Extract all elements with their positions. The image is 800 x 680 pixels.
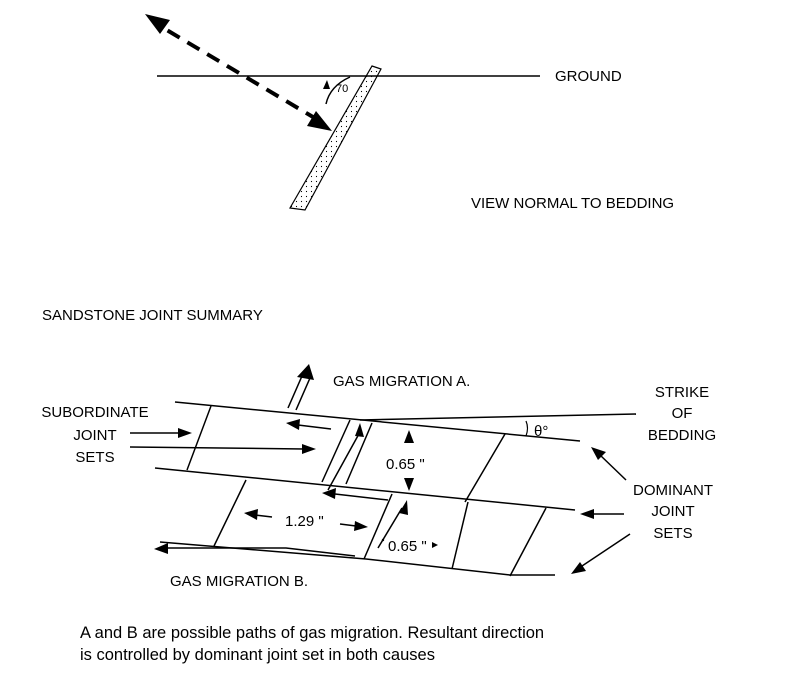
gas-b-arrowhead <box>154 543 168 554</box>
cross-joint <box>186 405 212 471</box>
bedding-line-bottom-left <box>159 541 367 560</box>
subordinate-label-line3: SETS <box>75 449 114 466</box>
dominant-joint-sets: DOMINANT JOINT SETS <box>571 447 713 574</box>
caption: A and B are possible paths of gas migrat… <box>80 622 760 666</box>
cross-joint <box>509 507 547 577</box>
cross-joint <box>321 419 351 483</box>
caption-line2: is controlled by dominant joint set in b… <box>80 646 435 664</box>
angle-arc <box>325 76 351 105</box>
cross-joint <box>345 422 373 485</box>
caption-line1: A and B are possible paths of gas migrat… <box>80 624 545 642</box>
bedding-line-top <box>174 401 581 442</box>
vertical-spacing-dimension: 0.65 " <box>386 430 425 491</box>
dashed-arrowhead-down <box>307 111 332 131</box>
dashed-arrowhead-up <box>145 14 170 34</box>
spacing-horizontal-label: 1.29 " <box>285 513 324 530</box>
dim-arrow-up <box>404 430 414 443</box>
bedding-line-middle <box>154 467 576 511</box>
cross-joint <box>363 493 393 560</box>
bedding-line-bottom <box>365 558 555 576</box>
gas-migration-b-label: GAS MIGRATION B. <box>170 573 308 590</box>
joint-block <box>154 401 637 577</box>
dominant-arrowhead-1 <box>591 447 606 460</box>
spacing-diagonal-label: 0.65 " <box>388 538 427 555</box>
angle-arc-arrowhead <box>323 80 330 89</box>
path-arrows <box>286 419 408 549</box>
dominant-label-line2: JOINT <box>651 503 694 520</box>
view-label: VIEW NORMAL TO BEDDING <box>471 195 674 212</box>
dim-arrow-right <box>354 521 368 531</box>
subordinate-arrowhead-1 <box>178 428 192 438</box>
ground-label: GROUND <box>555 68 622 85</box>
dominant-arrowhead-2 <box>580 509 594 519</box>
gas-migration-b: GAS MIGRATION B. <box>154 543 356 590</box>
gas-migration-a: GAS MIGRATION A. <box>287 364 470 411</box>
dominant-label-line3: SETS <box>653 525 692 542</box>
theta-label: θ° <box>534 423 548 440</box>
top-view: GROUND 70 VIEW NORMAL TO BEDDING <box>145 14 674 212</box>
sandstone-bed <box>289 65 382 211</box>
subordinate-joint-sets: SUBORDINATE JOINT SETS <box>41 404 316 466</box>
subordinate-label-line2: JOINT <box>73 427 116 444</box>
dominant-arrowhead-3 <box>571 562 586 574</box>
gas-migration-a-label: GAS MIGRATION A. <box>333 373 470 390</box>
diagonal-spacing-dimension: 0.65 " <box>381 538 438 555</box>
dim-arrow-left <box>244 509 258 520</box>
strike-angle: θ° <box>525 420 548 440</box>
strike-of-bedding: STRIKE OF BEDDING <box>648 384 716 444</box>
strike-label-line1: STRIKE <box>655 384 709 401</box>
spacing-vertical-label: 0.65 " <box>386 456 425 473</box>
cross-joint <box>451 501 469 570</box>
gas-a-arrowhead <box>297 364 314 380</box>
angle-label: 70 <box>336 83 348 95</box>
subordinate-label-line1: SUBORDINATE <box>41 404 148 421</box>
summary-title: SANDSTONE JOINT SUMMARY <box>42 307 263 324</box>
dominant-label-line1: DOMINANT <box>633 482 713 499</box>
strike-label-line2: OF <box>672 405 693 422</box>
subordinate-arrowhead-2 <box>302 444 316 454</box>
horizontal-spacing-dimension: 1.29 " <box>244 509 368 531</box>
dim-arrow-down <box>404 478 414 491</box>
migration-dashed-line <box>158 24 320 122</box>
strike-line <box>359 413 637 421</box>
cross-joint <box>464 433 506 503</box>
strike-label-line3: BEDDING <box>648 427 716 444</box>
cross-joint <box>213 479 247 547</box>
